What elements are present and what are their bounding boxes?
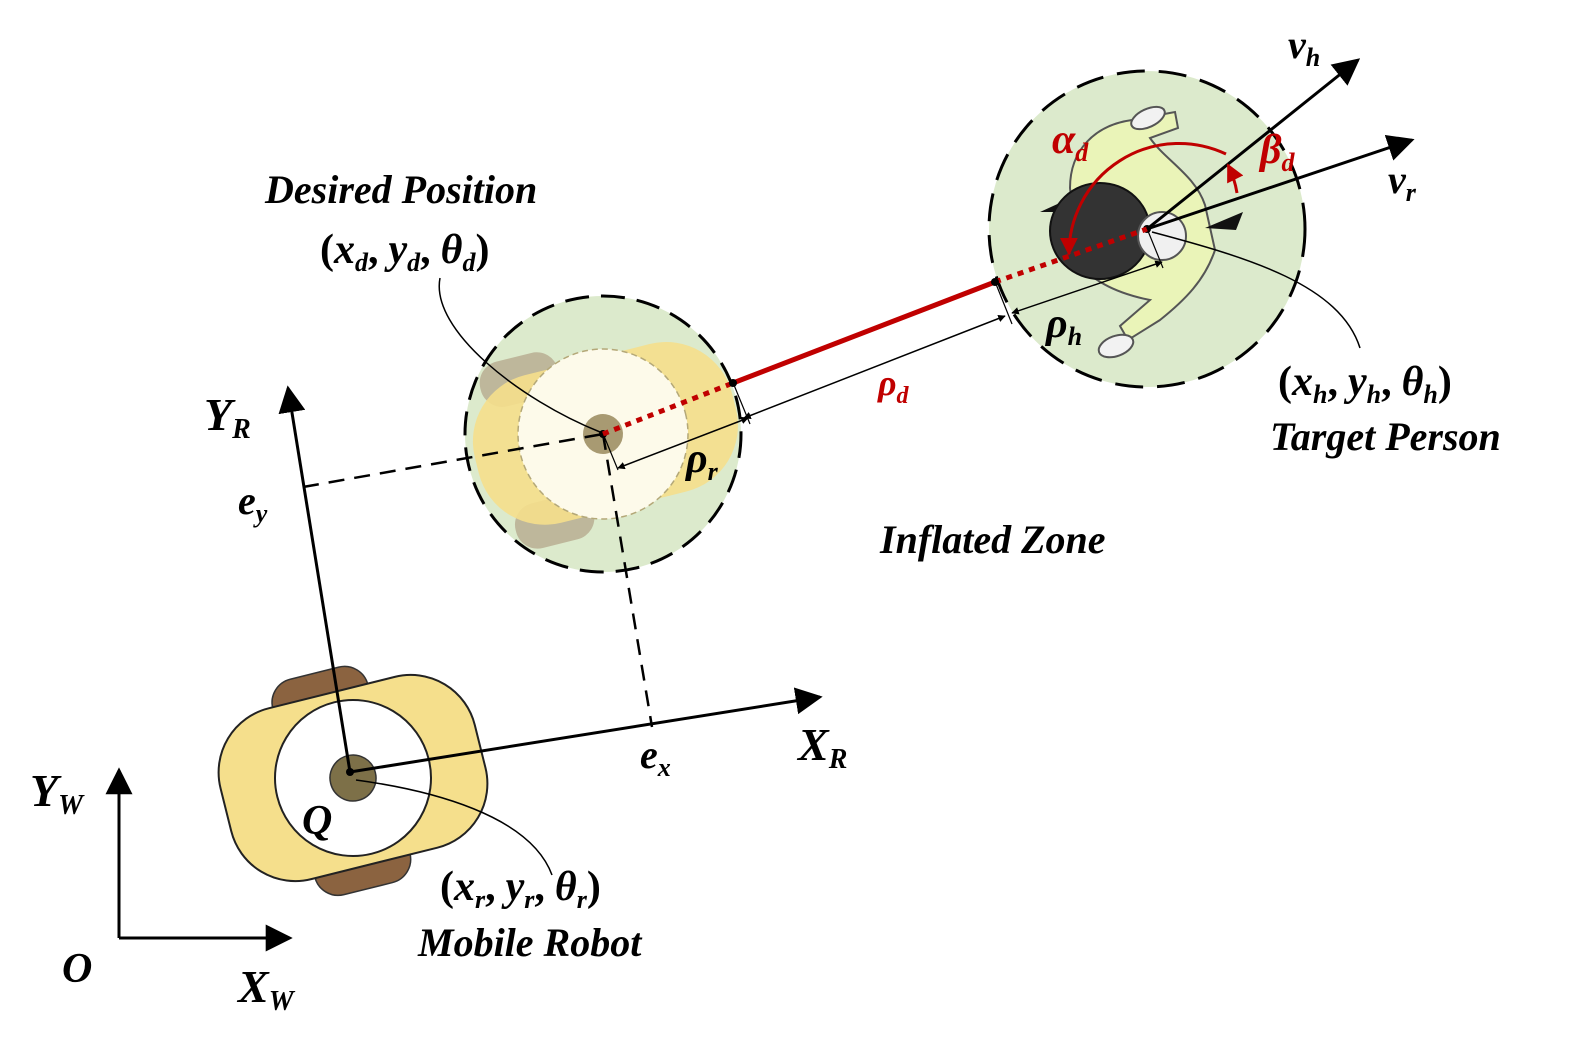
v-h-label: vh	[1288, 22, 1320, 72]
rho-r-label: ρr	[684, 436, 719, 486]
robot-y-axis	[278, 385, 352, 773]
beta-d-arc	[1226, 163, 1244, 194]
robot-x-axis	[349, 687, 823, 774]
v-r-label: vr	[1388, 157, 1417, 207]
desired-position-zone	[463, 294, 743, 574]
rho-d-label: ρd	[877, 363, 910, 409]
target-person-title: Target Person	[1270, 414, 1501, 459]
target-person-coords: (xh,yh,θh)	[1278, 359, 1452, 409]
alpha-d-label: αd	[1052, 117, 1089, 167]
v-r-vector	[1146, 134, 1415, 231]
entity-labels: Desired Position (xd,yd,θd) (xh,yh,θh) T…	[264, 167, 1501, 965]
desired-position-title: Desired Position	[264, 167, 537, 212]
ex-projection	[601, 433, 654, 728]
rho-h-label: ρh	[1044, 301, 1082, 351]
ex-label: ex	[640, 732, 671, 782]
velocity-vectors: vh vr αd βd	[1052, 22, 1417, 256]
ey-label: ey	[238, 478, 268, 528]
robot-frame: XR YR ey ex	[204, 385, 847, 782]
world-frame: O XW YW	[30, 765, 296, 1017]
world-origin-label: O	[62, 946, 92, 992]
desired-position-coords: (xd,yd,θd)	[320, 227, 489, 277]
distance-annotations: ρr ρd ρh	[602, 226, 1164, 486]
robot-center-label: Q	[302, 798, 332, 844]
person-leader	[1151, 231, 1361, 349]
robot-y-label: YR	[204, 389, 251, 445]
inflated-zone-label: Inflated Zone	[879, 517, 1106, 562]
leader-lines	[355, 231, 1361, 876]
mobile-robot: Q	[217, 665, 489, 897]
rho-d-solid-line	[732, 279, 996, 386]
mobile-robot-title: Mobile Robot	[417, 920, 643, 965]
world-y-label: YW	[30, 765, 85, 821]
world-x-label: XW	[236, 961, 296, 1017]
beta-d-label: βd	[1258, 127, 1296, 177]
alpha-d-arc	[1059, 141, 1227, 256]
v-h-vector	[1146, 58, 1361, 231]
mobile-robot-coords: (xr,yr,θr)	[440, 864, 601, 914]
desired-leader	[438, 277, 601, 433]
robot-x-label: XR	[796, 719, 847, 775]
robot-leader	[355, 779, 553, 876]
